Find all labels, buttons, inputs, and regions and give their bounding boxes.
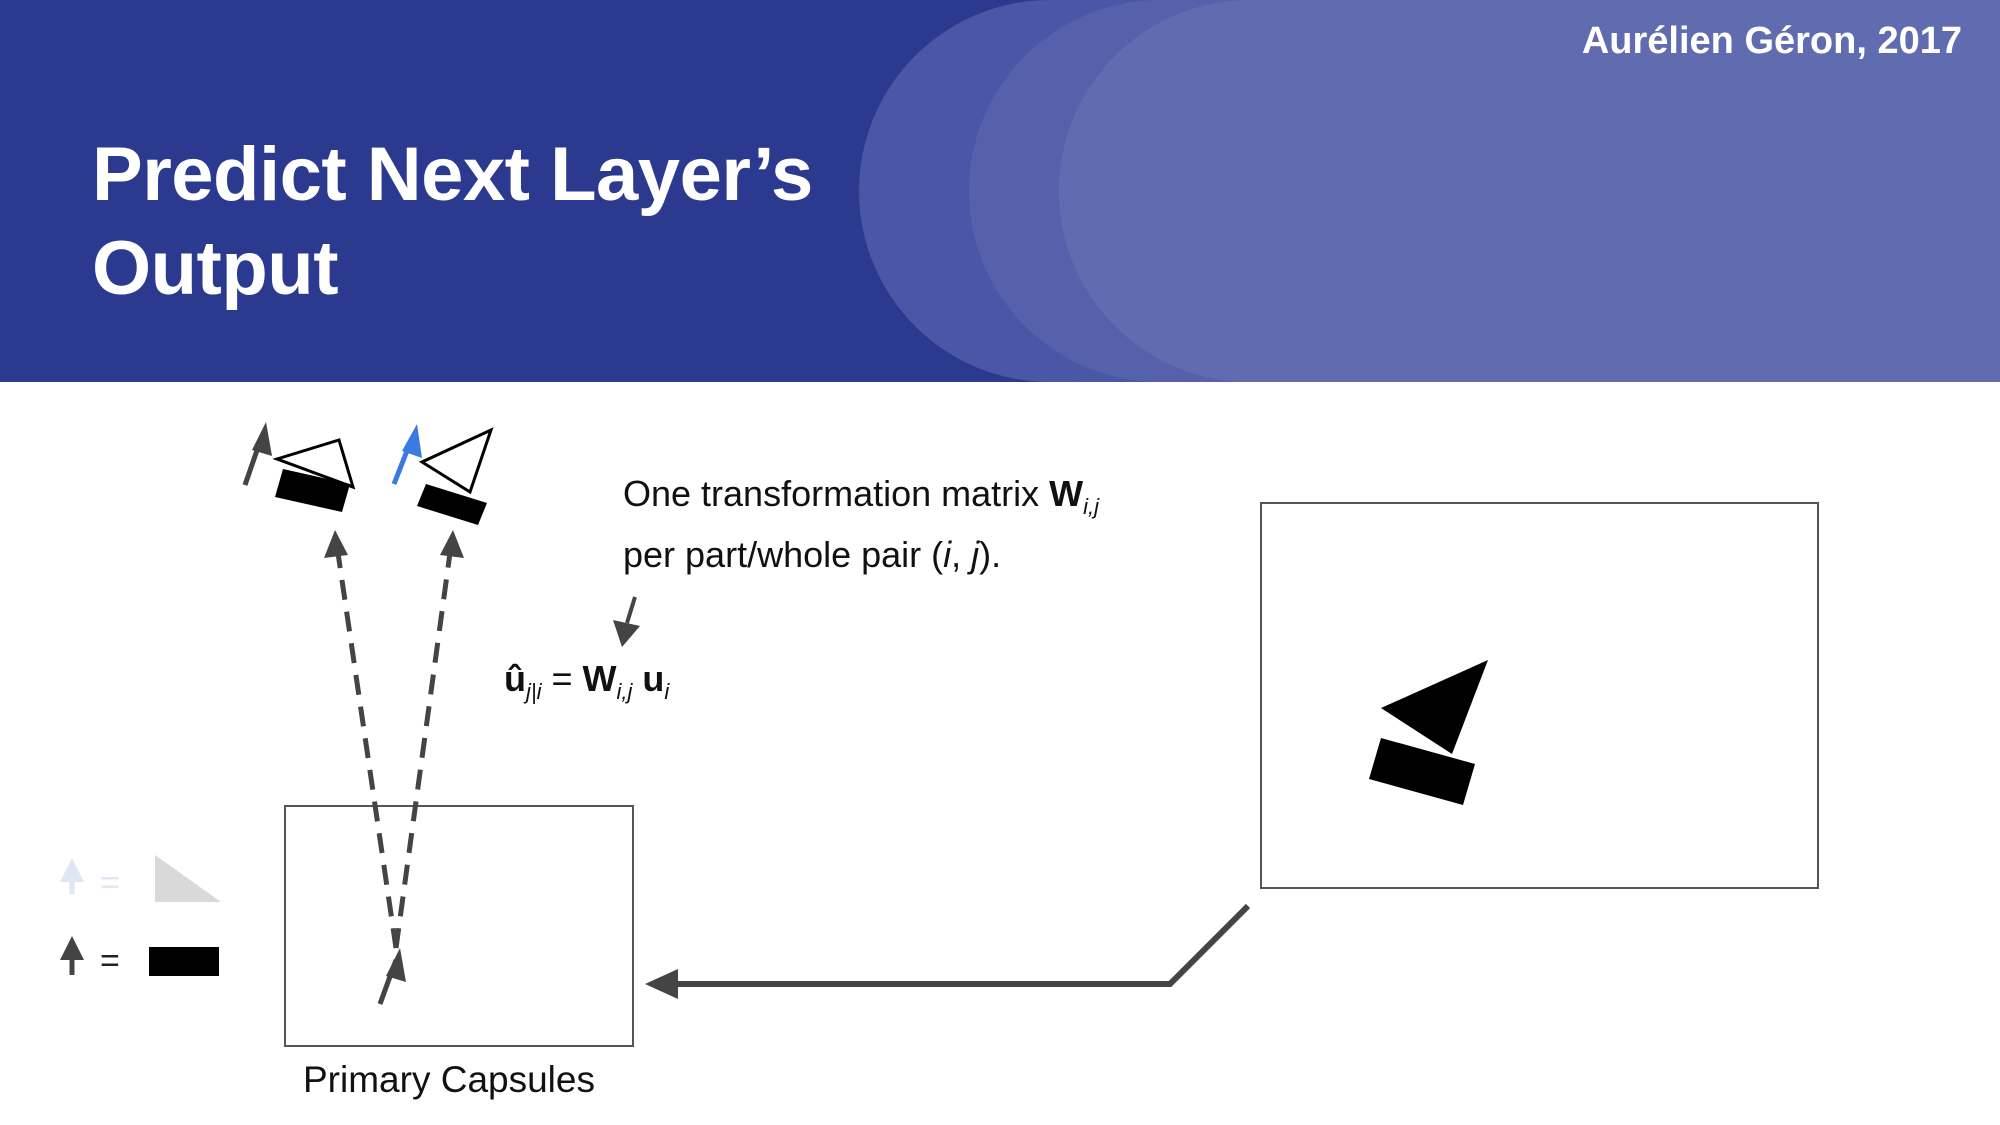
primary-capsules-box xyxy=(284,805,634,1047)
prediction-line-right xyxy=(393,552,453,949)
title-line-2: Output xyxy=(92,226,339,311)
input-image-frame xyxy=(1260,502,1819,889)
prediction-arrowhead-left xyxy=(324,530,348,558)
legend-equals-faint: = xyxy=(100,864,120,902)
prediction-vector-right-head xyxy=(402,424,422,458)
input-sail-triangle xyxy=(1381,660,1488,754)
predicted-sail-right xyxy=(418,427,494,495)
prediction-line-left xyxy=(335,552,399,949)
annotation-pointer-head xyxy=(613,620,640,647)
input-hull-rectangle xyxy=(1369,738,1475,805)
legend-equals-dark: = xyxy=(100,942,120,980)
annotation-line-2: per part/whole pair (i, j). xyxy=(623,534,1002,576)
connector-arrowhead xyxy=(645,969,678,999)
predicted-hull-left xyxy=(275,469,350,512)
capsule-diagram xyxy=(60,422,1819,1047)
legend-triangle xyxy=(155,855,221,902)
transformation-annotation: One transformation matrix Wi,j per part/… xyxy=(623,470,1099,579)
annotation-pointer xyxy=(625,596,637,624)
legend-faint-arrowhead xyxy=(60,858,84,882)
input-to-capsules-connector xyxy=(658,903,1251,987)
prediction-formula: ûj|i = Wi,j ui xyxy=(504,658,670,705)
prediction-vector-left-head xyxy=(252,422,272,456)
slide-title: Predict Next Layer’s Output xyxy=(92,128,892,316)
legend-rectangle xyxy=(149,947,219,976)
prediction-arrowhead-right xyxy=(440,530,464,558)
predicted-hull-right xyxy=(417,484,487,525)
capsule-vector-arrowhead xyxy=(386,948,406,982)
annotation-line-1: One transformation matrix Wi,j xyxy=(623,473,1100,520)
header-decoration xyxy=(0,0,2000,382)
header-banner: Aurélien Géron, 2017 Predict Next Layer’… xyxy=(0,0,2000,382)
predicted-sail-left xyxy=(272,438,356,490)
title-line-1: Predict Next Layer’s xyxy=(92,132,813,217)
primary-capsules-caption: Primary Capsules xyxy=(303,1059,595,1100)
author-credit: Aurélien Géron, 2017 xyxy=(1581,20,1962,62)
legend-dark-arrowhead xyxy=(60,936,84,960)
